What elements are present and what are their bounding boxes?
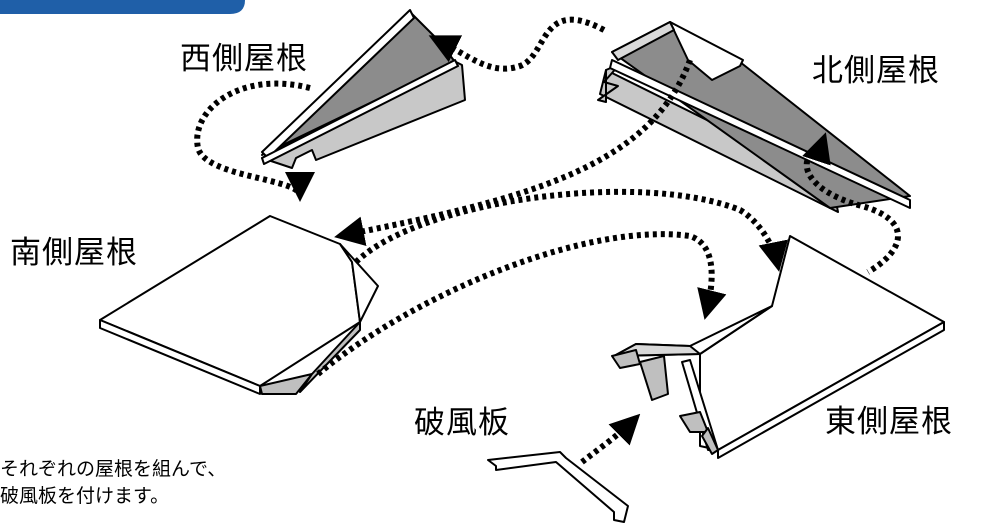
north-roof-panel	[597, 21, 911, 213]
assembly-arrows	[194, 16, 901, 465]
instruction-line-2: 破風板を付けます。	[0, 485, 170, 507]
west-roof-label: 西側屋根	[180, 41, 308, 77]
header-tab	[0, 0, 245, 14]
barge-board-label: 破風板	[414, 405, 510, 441]
barge-board-piece	[487, 451, 629, 523]
east-roof-panel	[611, 235, 945, 459]
east-roof-label: 東側屋根	[825, 404, 953, 440]
south-roof-label: 南側屋根	[10, 235, 138, 271]
north-roof-label: 北側屋根	[812, 53, 940, 89]
west-roof-panel	[261, 9, 466, 169]
south-roof-panel	[99, 215, 379, 395]
instruction-line-1: それぞれの屋根を組んで、	[0, 458, 227, 480]
instruction-note: それぞれの屋根を組んで、 破風板を付けます。	[0, 456, 226, 510]
